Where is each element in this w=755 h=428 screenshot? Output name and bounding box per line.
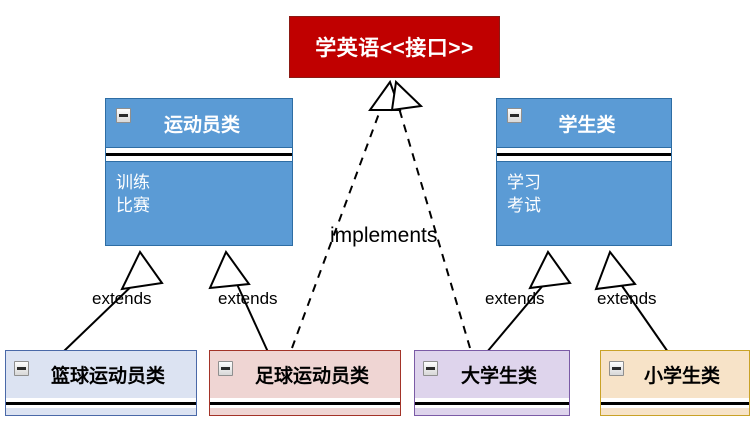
class-header-basketball-player: 篮球运动员类 xyxy=(6,351,196,398)
class-separator xyxy=(106,147,292,162)
class-header-student: 学生类 xyxy=(497,99,671,147)
edge-label-extends-college: extends xyxy=(485,289,545,308)
minus-icon[interactable] xyxy=(609,361,624,376)
separator-line xyxy=(601,401,749,405)
separator-line xyxy=(106,153,292,156)
minus-icon[interactable] xyxy=(218,361,233,376)
interface-node-english[interactable]: 学英语<<接口>> xyxy=(289,16,500,78)
edge-implements-college xyxy=(390,79,471,349)
edge-implements-soccer xyxy=(291,79,402,349)
edge-label-extends-soccer: extends xyxy=(218,289,278,308)
class-separator xyxy=(210,398,400,408)
class-header-college-student: 大学生类 xyxy=(415,351,569,398)
class-footer xyxy=(601,408,749,415)
edge-label-extends-primary: extends xyxy=(597,289,657,308)
class-separator xyxy=(6,398,196,408)
class-title-primary-student: 小学生类 xyxy=(643,366,720,387)
class-node-athlete[interactable]: 运动员类 训练 比赛 xyxy=(105,98,293,246)
class-title-college-student: 大学生类 xyxy=(460,366,537,387)
class-members-athlete: 训练 比赛 xyxy=(106,162,292,245)
class-member: 训练 xyxy=(116,173,150,192)
separator-line xyxy=(497,153,671,156)
edge-label-implements: implements xyxy=(330,224,438,247)
minus-icon[interactable] xyxy=(423,361,438,376)
interface-title: 学英语<<接口>> xyxy=(315,37,474,60)
class-header-soccer-player: 足球运动员类 xyxy=(210,351,400,398)
minus-icon[interactable] xyxy=(14,361,29,376)
class-separator xyxy=(415,398,569,408)
class-member: 考试 xyxy=(507,195,541,215)
class-node-student[interactable]: 学生类 学习 考试 xyxy=(496,98,672,246)
class-footer xyxy=(6,408,196,415)
class-node-soccer-player[interactable]: 足球运动员类 xyxy=(209,350,401,416)
class-title-athlete: 运动员类 xyxy=(163,114,240,136)
minus-icon[interactable] xyxy=(507,108,522,123)
class-node-primary-student[interactable]: 小学生类 xyxy=(600,350,750,416)
edge-label-extends-basketball: extends xyxy=(92,289,152,308)
class-header-primary-student: 小学生类 xyxy=(601,351,749,398)
class-title-student: 学生类 xyxy=(558,114,616,136)
class-title-basketball-player: 篮球运动员类 xyxy=(50,366,165,387)
class-members-student: 学习 考试 xyxy=(497,162,671,245)
class-footer xyxy=(415,408,569,415)
minus-icon[interactable] xyxy=(116,108,131,123)
separator-line xyxy=(6,401,196,405)
class-separator xyxy=(601,398,749,408)
class-footer xyxy=(210,408,400,415)
class-title-soccer-player: 足球运动员类 xyxy=(254,366,369,387)
class-member: 学习 xyxy=(507,173,541,192)
class-node-basketball-player[interactable]: 篮球运动员类 xyxy=(5,350,197,416)
separator-line xyxy=(210,401,400,405)
class-header-athlete: 运动员类 xyxy=(106,99,292,147)
class-node-college-student[interactable]: 大学生类 xyxy=(414,350,570,416)
class-member: 比赛 xyxy=(116,195,150,215)
class-separator xyxy=(497,147,671,162)
separator-line xyxy=(415,401,569,405)
